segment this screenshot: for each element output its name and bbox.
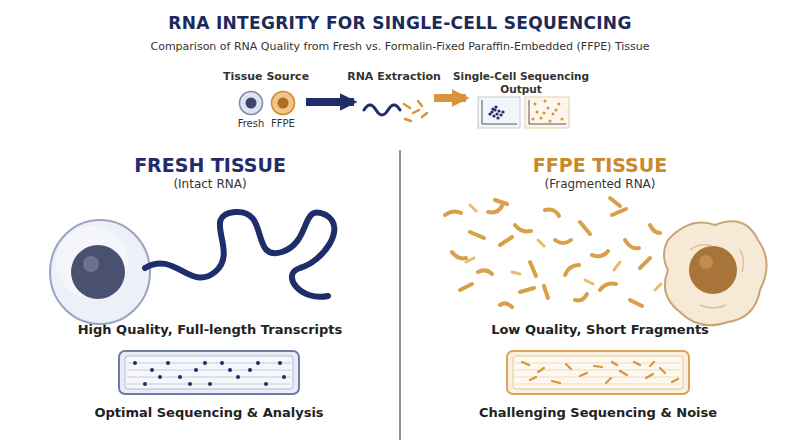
diagram-title: RNA INTEGRITY FOR SINGLE-CELL SEQUENCING <box>0 13 800 33</box>
stage-label: Single-Cell Sequencing Output <box>448 70 594 95</box>
ffpe-cell <box>664 221 767 325</box>
cell-outline <box>240 92 263 115</box>
flow-cell-caption: Challenging Sequencing & Noise <box>479 405 717 421</box>
tissue-circle <box>270 90 296 116</box>
flow-arrow <box>434 94 466 102</box>
stage-label: RNA Extraction <box>336 70 452 83</box>
panel-caption: Low Quality, Short Fragments <box>491 322 709 337</box>
flow-cell-lanes <box>513 356 683 389</box>
rna-fragments <box>466 205 661 290</box>
fresh-cell <box>50 220 150 324</box>
tissue-circle <box>238 90 264 116</box>
rna-fragments-icon <box>404 101 427 121</box>
stage-label: Tissue Source <box>208 70 324 83</box>
panel-subheading: (Intact RNA) <box>173 177 246 191</box>
process-stage: RNA Extraction <box>356 70 432 126</box>
divider-line <box>399 150 401 440</box>
tissue-icon: Fresh <box>236 90 266 132</box>
cell-outline <box>272 92 295 115</box>
rna-fragments <box>445 198 660 307</box>
panel-subheading: (Fragmented RNA) <box>544 177 655 191</box>
flow-arrow <box>306 98 354 106</box>
flow-cell-caption: Optimal Sequencing & Analysis <box>94 405 323 421</box>
subtitle: Comparison of RNA Quality from Fresh vs.… <box>150 40 649 53</box>
icon-label: Fresh <box>238 118 265 130</box>
cell-nucleus <box>278 98 289 109</box>
panel-caption: High Quality, Full-length Transcripts <box>78 322 343 337</box>
cell-nucleus <box>246 98 257 109</box>
rna-squiggle <box>364 105 400 115</box>
plot-icon <box>525 97 569 128</box>
panel-heading: FRESH TISSUE <box>134 154 286 176</box>
flow-cell-lanes <box>125 356 293 389</box>
stage-group: Tissue SourceFreshFFPE <box>228 70 304 134</box>
panel-heading: FFPE TISSUE <box>533 154 667 176</box>
tissue-icon: FFPE <box>268 90 298 132</box>
icon-label: FFPE <box>271 118 295 130</box>
intact-rna-strand <box>145 212 334 297</box>
plot-icon <box>478 97 520 128</box>
